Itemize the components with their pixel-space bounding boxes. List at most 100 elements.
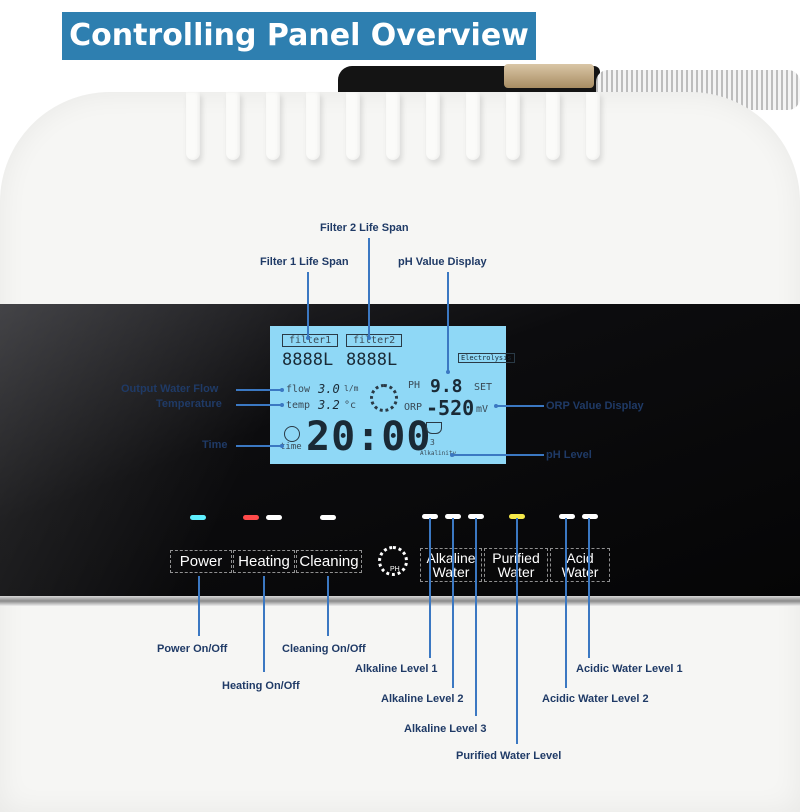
callout-line [496,405,544,407]
alkaline-level-2-led [445,514,461,519]
callout-line [475,518,477,716]
time-label: time [280,442,302,452]
vent-fin [466,92,480,160]
callout-filter1: Filter 1 Life Span [260,256,349,268]
ph-dial-label: PH [390,566,400,573]
callout-line [368,238,370,338]
callout-line [447,272,449,372]
flow-unit: l/m [344,384,359,393]
callout-alkaline-3: Alkaline Level 3 [404,723,487,735]
temp-unit: °c [344,400,357,411]
purified-level-led [509,514,525,519]
callout-line [429,518,431,658]
callout-dot [367,336,371,340]
callout-line [198,576,200,636]
lcd-display: filter1 filter2 8888L 8888L Electrolysis… [270,326,515,464]
callout-dot [450,453,454,457]
callout-dot [494,404,498,408]
orp-label: ORP [404,402,423,413]
callout-line [307,272,309,338]
callout-line [263,576,265,672]
electrolysis-tag: Electrolysis [458,353,515,363]
power-button[interactable]: Power [170,550,232,573]
callout-dot [280,388,284,392]
set-label: SET [474,382,493,393]
orp-value: -520 [426,396,475,420]
filter2-digits: 8888L [346,350,398,370]
flow-value: 3.0 [318,382,340,396]
acidic-level-1-led [582,514,598,519]
level-number: 3 [430,438,435,447]
callout-line [327,576,329,636]
orp-unit: mV [476,404,489,415]
level-text: Alkalinity [420,450,457,457]
vent-fin [186,92,200,160]
callout-line [588,518,590,658]
clock-icon [284,426,300,442]
vent-fin [386,92,400,160]
callout-ph-level: pH Level [546,449,592,461]
vent-fin [306,92,320,160]
callout-line [236,445,282,447]
alkaline-water-button[interactable]: Alkaline Water [420,548,482,582]
callout-alkaline-1: Alkaline Level 1 [355,663,438,675]
callout-cleaning: Cleaning On/Off [282,643,366,655]
cleaning-button[interactable]: Cleaning [296,550,362,573]
callout-dot [306,336,310,340]
chrome-strip [0,596,800,606]
callout-power: Power On/Off [157,643,228,655]
vent-fin [426,92,440,160]
alkaline-line2: Water [432,564,470,580]
cup-icon [426,422,442,434]
filter2-tag: filter2 [346,334,403,347]
vent-fin [586,92,600,160]
callout-acidic-1: Acidic Water Level 1 [576,663,683,675]
vent-fin [226,92,240,160]
callout-output-flow: Output Water Flow [121,383,219,395]
fan-icon [370,384,398,412]
heating-led [243,515,259,520]
vent-fin [346,92,360,160]
heating-button[interactable]: Heating [233,550,295,573]
callout-orp-display: ORP Value Display [546,400,644,412]
callout-line [236,404,282,406]
filter1-digits: 8888L [282,350,334,370]
callout-alkaline-2: Alkaline Level 2 [381,693,464,705]
vent-fin [266,92,280,160]
alkaline-line1: Alkaline [426,550,476,566]
purified-line2: Water [485,565,547,579]
callout-acidic-2: Acidic Water Level 2 [542,693,649,705]
callout-heating: Heating On/Off [222,680,300,692]
cable-connector [504,64,594,88]
callout-line [236,389,282,391]
callout-line [452,518,454,688]
flow-label: flow [286,384,311,395]
page-title: Controlling Panel Overview [62,12,536,60]
heating-led-2 [266,515,282,520]
filter1-tag: filter1 [282,334,339,347]
callout-temperature: Temperature [156,398,222,410]
callout-dot [280,403,284,407]
ph-value: 9.8 [430,376,463,397]
alkaline-level-3-led [468,514,484,519]
callout-time: Time [202,439,228,451]
acid-line1: Acid [566,550,594,566]
cleaning-led [320,515,336,520]
alkaline-level-1-led [422,514,438,519]
callout-purified: Purified Water Level [456,750,562,762]
callout-line [452,454,544,456]
ph-label: PH [408,380,421,391]
callout-line [516,518,518,744]
power-led [190,515,206,520]
time-value: 20:00 [306,414,432,460]
callout-filter2: Filter 2 Life Span [320,222,409,234]
temp-value: 3.2 [318,398,340,412]
callout-dot [446,370,450,374]
callout-ph-display: pH Value Display [398,256,487,268]
callout-line [565,518,567,688]
callout-dot [280,444,284,448]
acidic-level-2-led [559,514,575,519]
temp-label: temp [286,400,311,411]
vent-fin [506,92,520,160]
acid-water-button[interactable]: Acid Water [550,548,610,582]
